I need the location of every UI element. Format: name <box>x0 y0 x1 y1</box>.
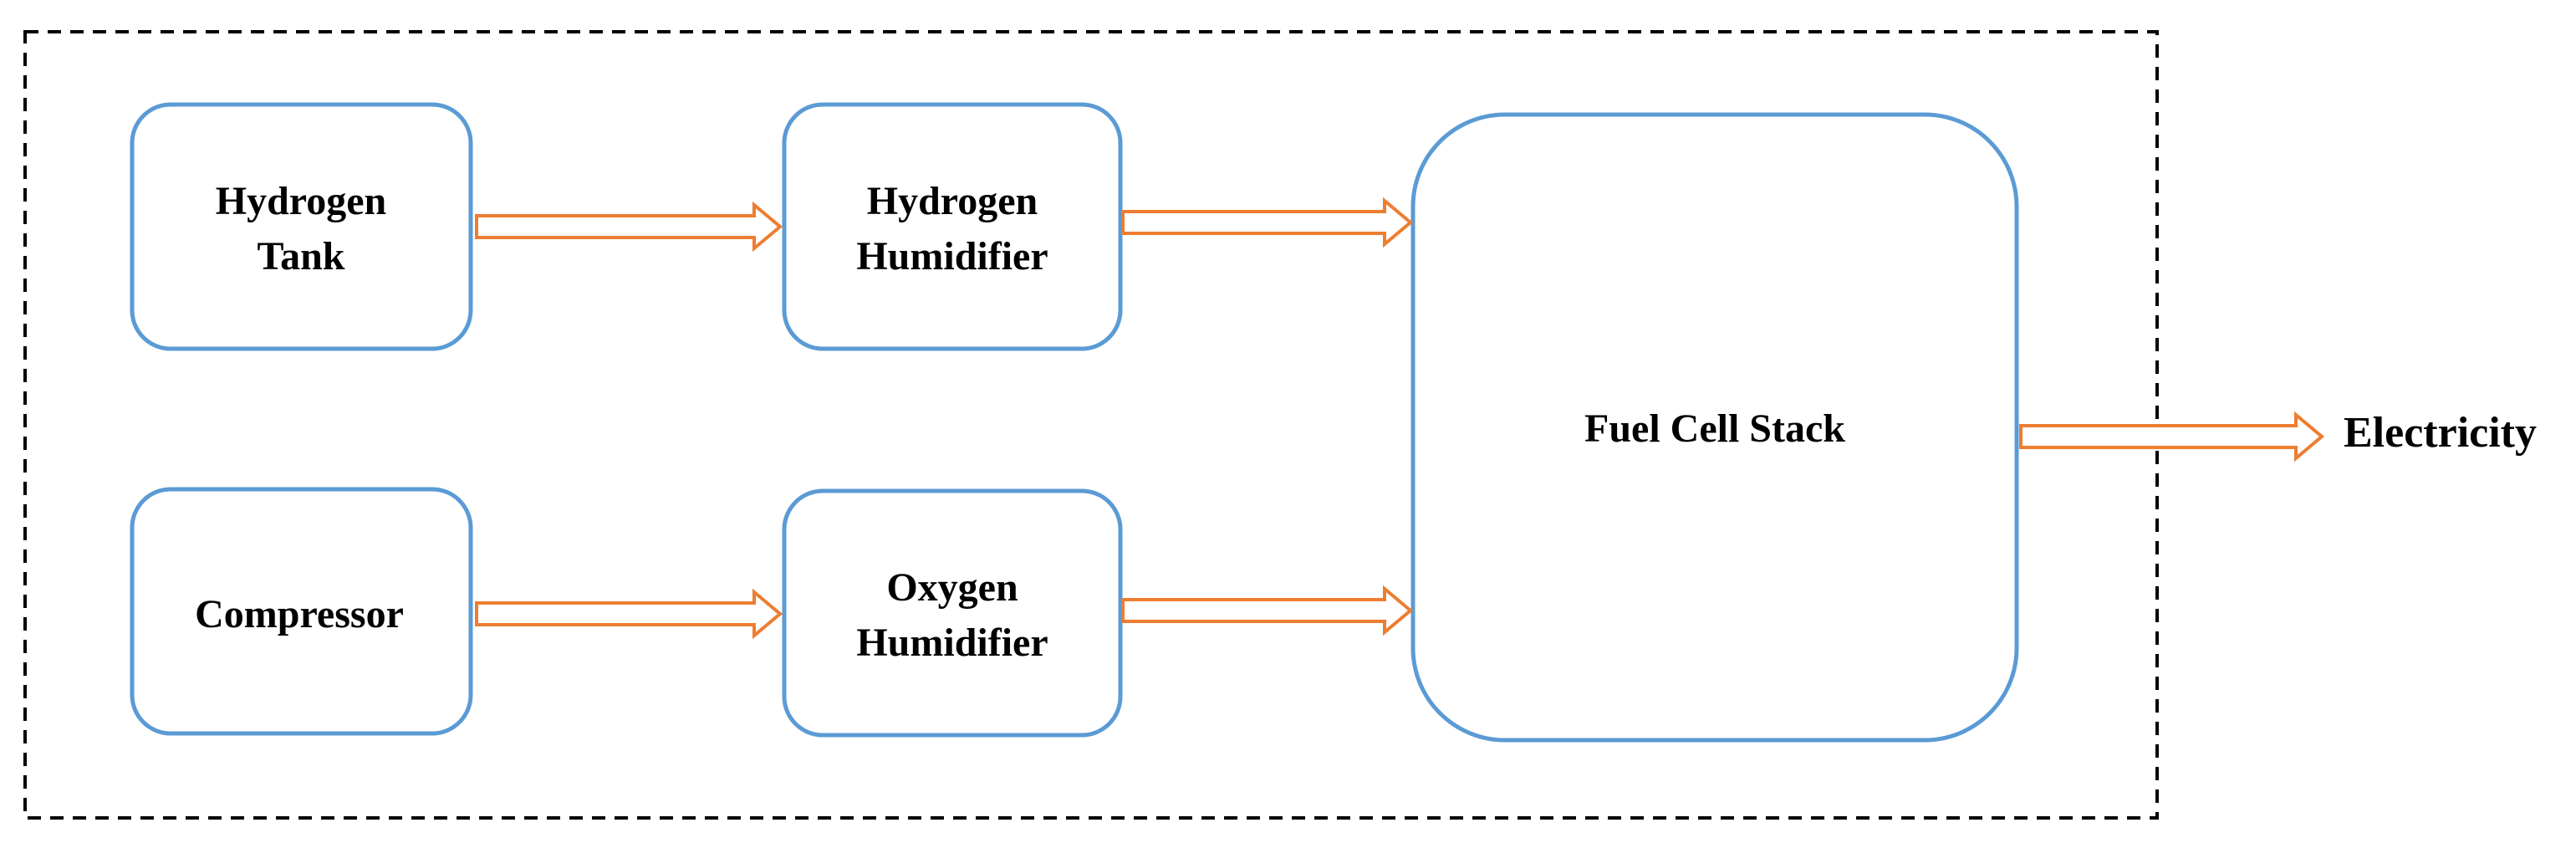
oxygen-humidifier-box <box>782 488 1123 738</box>
compressor-node: Compressor <box>130 487 473 736</box>
fuel-cell-stack-label: Fuel Cell Stack <box>1584 406 1845 451</box>
oxygen-humidifier-node: Oxygen Humidifier <box>782 488 1123 738</box>
compressor-box <box>130 487 473 736</box>
arrow-oxygen-humidifier-to-fuel-cell-stack <box>1121 585 1414 636</box>
arrow-hydrogen-humidifier-to-fuel-cell-stack <box>1121 197 1414 248</box>
electricity-label: Electricity <box>2344 409 2537 457</box>
hydrogen-tank-box <box>130 102 473 351</box>
hydrogen-humidifier-box <box>782 102 1123 351</box>
hydrogen-tank-node: Hydrogen Tank <box>130 102 473 351</box>
hydrogen-tank-label-line1: Hydrogen <box>216 179 386 223</box>
oxygen-humidifier-label-line2: Humidifier <box>856 621 1048 665</box>
compressor-label: Compressor <box>195 592 404 636</box>
arrow-compressor-to-oxygen-humidifier <box>475 588 783 640</box>
hydrogen-humidifier-label-line2: Humidifier <box>856 234 1048 278</box>
arrow-fuel-cell-stack-to-electricity <box>2019 411 2325 462</box>
system-boundary <box>23 30 2159 820</box>
oxygen-humidifier-label-line1: Oxygen <box>886 565 1018 610</box>
hydrogen-humidifier-label-line1: Hydrogen <box>867 179 1038 223</box>
hydrogen-tank-label-line2: Tank <box>258 234 345 278</box>
fuel-cell-stack-box <box>1410 112 2019 743</box>
fuel-cell-stack-node: Fuel Cell Stack <box>1410 112 2019 743</box>
hydrogen-humidifier-node: Hydrogen Humidifier <box>782 102 1123 351</box>
arrow-hydrogen-tank-to-hydrogen-humidifier <box>475 201 783 253</box>
